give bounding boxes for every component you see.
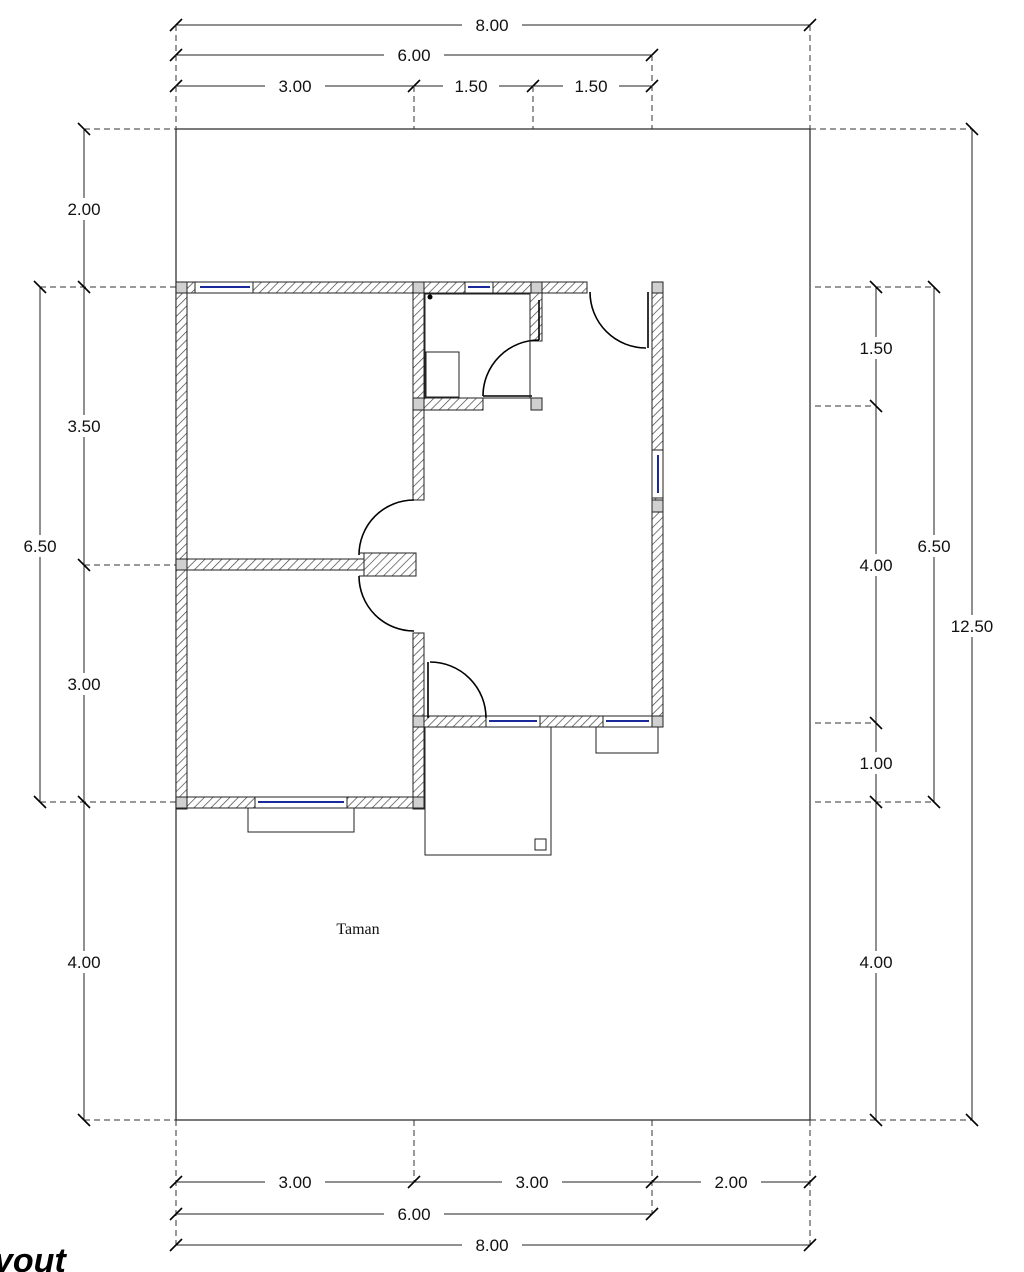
dimension-label: 12.50 xyxy=(951,617,994,636)
dimension-label: 8.00 xyxy=(475,1236,508,1255)
dimension-label: 1.00 xyxy=(859,754,892,773)
dimension-label: 3.00 xyxy=(515,1173,548,1192)
bathroom-fixtures xyxy=(424,293,531,399)
dimension-label: 4.00 xyxy=(859,556,892,575)
dimension-label: 2.00 xyxy=(67,200,100,219)
bottom-dimension-segments: 3.00 3.00 2.00 xyxy=(169,1120,817,1245)
dimension-label: 1.50 xyxy=(454,77,487,96)
dimension-label: 6.50 xyxy=(917,537,950,556)
structural-columns xyxy=(175,281,664,809)
windows xyxy=(194,281,664,833)
layout-title-fragment: yout xyxy=(0,1242,67,1272)
dimension-label: 3.00 xyxy=(67,675,100,694)
dimension-label: 3.50 xyxy=(67,417,100,436)
dimension-label: 1.50 xyxy=(859,339,892,358)
top-dimension-segments: 3.00 1.50 1.50 xyxy=(169,25,811,129)
dimension-label: 4.00 xyxy=(67,953,100,972)
dimension-label: 6.00 xyxy=(397,1205,430,1224)
dimension-label: 2.00 xyxy=(714,1173,747,1192)
doors xyxy=(358,291,649,719)
dimension-label: 3.00 xyxy=(278,77,311,96)
bottom-dimension-overall: 8.00 xyxy=(169,1235,817,1255)
top-dimension-overall: 8.00 xyxy=(169,15,817,35)
dimension-label: 6.00 xyxy=(397,46,430,65)
left-dimension-house: 6.50 xyxy=(15,280,65,809)
right-dimension-chain: 1.50 4.00 1.00 4.00 xyxy=(810,128,972,1127)
garden-label: Taman xyxy=(336,921,379,938)
right-dimension-overall: 12.50 xyxy=(944,122,1000,1127)
dimension-label: 3.00 xyxy=(278,1173,311,1192)
bottom-dimension-house: 6.00 xyxy=(169,1204,659,1224)
top-dimension-house: 6.00 xyxy=(169,45,659,65)
right-dimension-house: 6.50 xyxy=(909,280,959,809)
dimension-label: 4.00 xyxy=(859,953,892,972)
house-walls xyxy=(175,281,664,810)
dimension-label: 8.00 xyxy=(475,16,508,35)
left-dimension-chain: 2.00 3.50 3.00 4.00 xyxy=(40,122,176,1127)
dimension-label: 1.50 xyxy=(574,77,607,96)
terrace xyxy=(424,727,552,856)
lot-boundary xyxy=(175,128,811,1121)
dimension-label: 6.50 xyxy=(23,537,56,556)
